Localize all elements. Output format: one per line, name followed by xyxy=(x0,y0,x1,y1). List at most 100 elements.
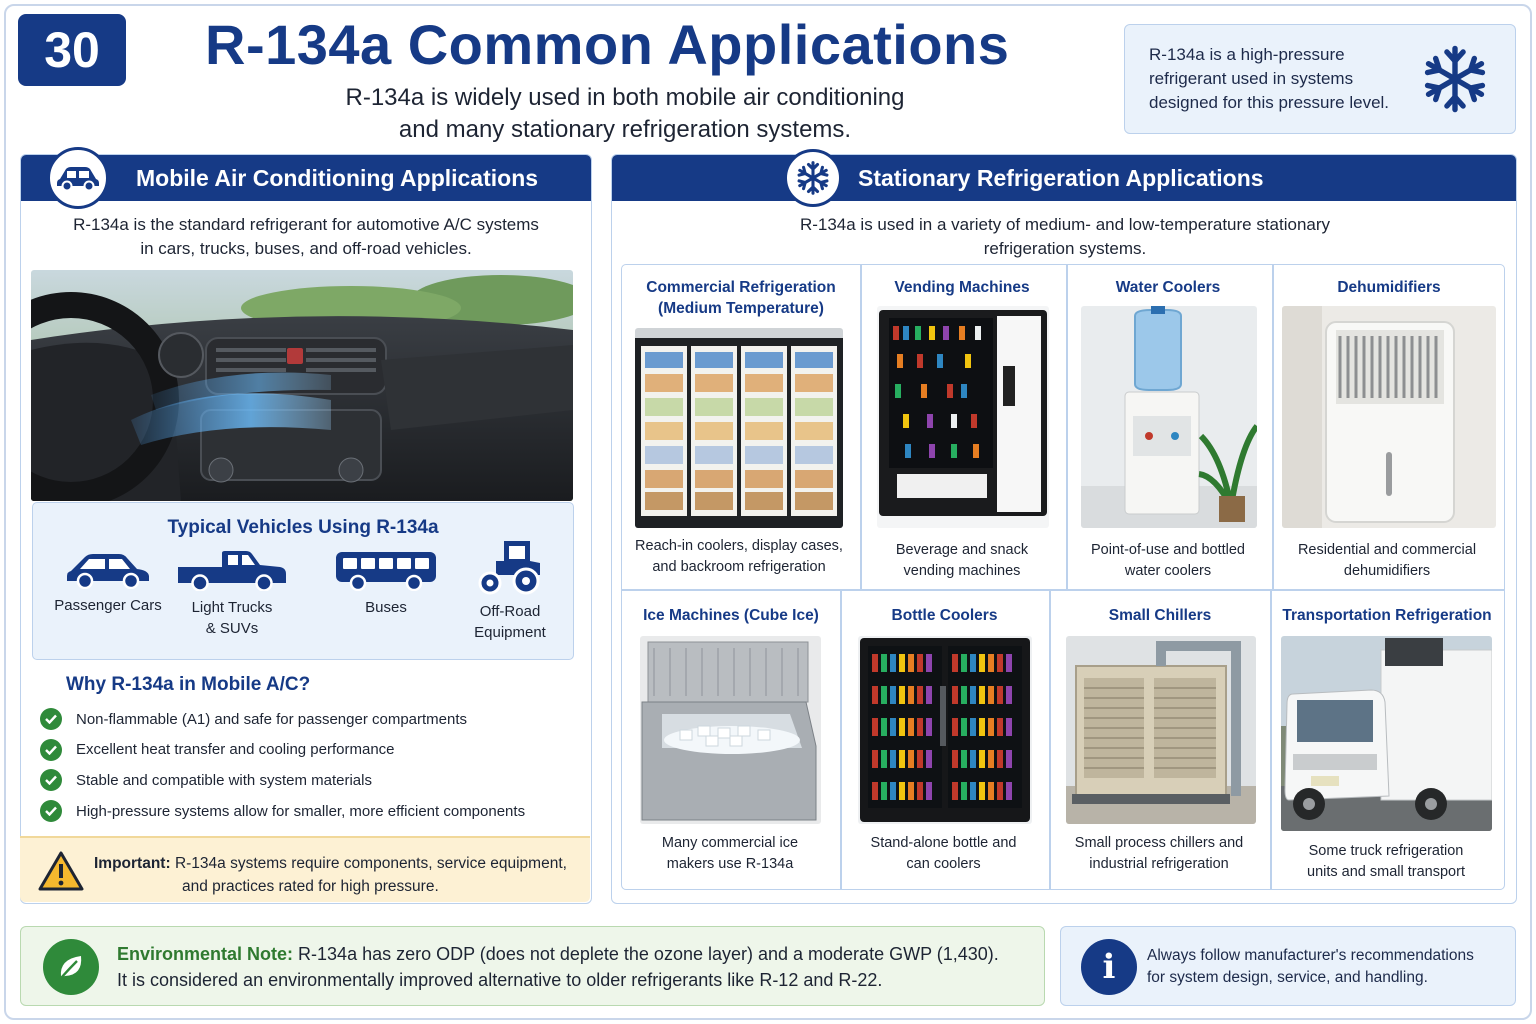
caption-line: Point-of-use and bottled xyxy=(1091,542,1245,558)
check-icon xyxy=(40,738,62,761)
environmental-note-text: Environmental Note: R-134a has zero ODP … xyxy=(117,941,1037,993)
bus-icon xyxy=(336,552,436,591)
caption-line: Small process chillers and xyxy=(1074,835,1244,851)
refrigerated-truck-photo xyxy=(1281,636,1492,831)
cell-title-line: Ice Machines (Cube Ice) xyxy=(643,607,819,624)
subtitle-line: and many stationary refrigeration system… xyxy=(398,116,852,143)
pressure-note-box: R-134a is a high-pressure refrigerant us… xyxy=(1124,24,1516,134)
applications-grid xyxy=(621,264,1505,890)
grid-divider xyxy=(1049,589,1051,889)
vehicle-buses: Buses xyxy=(321,549,451,618)
grid-divider xyxy=(622,589,1504,591)
typical-vehicles-title: Typical Vehicles Using R-134a xyxy=(167,517,439,538)
snowflake-icon xyxy=(1419,45,1491,119)
car-icon xyxy=(47,147,109,209)
cell-title-transportation-refrigeration: Transportation Refrigeration xyxy=(1271,605,1503,626)
caption-line: dehumidifiers xyxy=(1343,563,1431,579)
stationary-intro: R-134a is used in a variety of medium- a… xyxy=(652,213,1478,261)
cell-title-line: Commercial Refrigeration xyxy=(646,279,836,296)
vehicle-passenger-cars: Passenger Cars xyxy=(43,549,173,616)
cell-caption: Residential and commercial dehumidifiers xyxy=(1274,540,1500,582)
caption-line: and backroom refrigeration xyxy=(652,559,826,575)
mobile-ac-header: Mobile Air Conditioning Applications xyxy=(21,147,591,209)
vehicle-label-line2: Equipment xyxy=(474,624,546,641)
car-icon xyxy=(67,554,149,589)
pickup-truck-icon xyxy=(178,551,286,591)
environmental-note-box: Environmental Note: R-134a has zero ODP … xyxy=(20,926,1045,1006)
important-line: R-134a systems require components, servi… xyxy=(174,855,567,872)
cell-title-line: (Medium Temperature) xyxy=(658,300,824,317)
page-title: R-134a Common Applications xyxy=(205,13,1010,76)
tractor-icon xyxy=(478,541,540,595)
car-dashboard-photo xyxy=(31,270,573,501)
caption-line: water coolers xyxy=(1124,563,1212,579)
note-line: designed for this pressure level. xyxy=(1149,93,1390,112)
intro-line: in cars, trucks, buses, and off-road veh… xyxy=(140,239,472,258)
cell-caption: Reach-in coolers, display cases, and bac… xyxy=(623,536,855,578)
caption-line: industrial refrigeration xyxy=(1089,856,1229,872)
cell-title-vending-machines: Vending Machines xyxy=(860,277,1064,298)
manufacturer-info-box: i Always follow manufacturer's recommend… xyxy=(1060,926,1516,1006)
check-icon xyxy=(40,769,62,792)
caption-line: Beverage and snack xyxy=(895,542,1029,558)
cell-caption: Many commercial ice makers use R-134a xyxy=(623,833,837,875)
cell-title-line: Water Coolers xyxy=(1115,279,1221,296)
cell-caption: Stand-alone bottle and can coolers xyxy=(841,833,1046,875)
caption-line: makers use R-134a xyxy=(666,856,794,872)
caption-line: Residential and commercial xyxy=(1297,542,1477,558)
intro-line: R-134a is the standard refrigerant for a… xyxy=(73,215,539,234)
check-icon xyxy=(40,800,62,823)
list-item: High-pressure systems allow for smaller,… xyxy=(40,796,525,827)
water-cooler-photo xyxy=(1081,306,1257,528)
caption-line: Many commercial ice xyxy=(661,835,799,851)
leaf-icon xyxy=(43,939,99,995)
caption-line: can coolers xyxy=(906,856,981,872)
typical-vehicles-box: Typical Vehicles Using R-134a Passenger … xyxy=(32,502,574,660)
important-label: Important: xyxy=(94,855,171,872)
mobile-ac-title: Mobile Air Conditioning Applications xyxy=(136,164,539,191)
mobile-intro: R-134a is the standard refrigerant for a… xyxy=(31,213,581,261)
cell-caption: Point-of-use and bottled water coolers xyxy=(1066,540,1270,582)
info-line: for system design, service, and handling… xyxy=(1147,969,1428,986)
caption-line: vending machines xyxy=(903,563,1021,579)
grid-divider xyxy=(1272,265,1274,589)
important-line: and practices rated for high pressure. xyxy=(182,878,439,895)
caption-line: Reach-in coolers, display cases, xyxy=(635,538,843,554)
subtitle-line: R-134a is widely used in both mobile air… xyxy=(345,84,905,111)
why-item-text: Non-flammable (A1) and safe for passenge… xyxy=(76,710,468,728)
why-item-text: Stable and compatible with system materi… xyxy=(76,771,372,789)
info-line: Always follow manufacturer's recommendat… xyxy=(1147,947,1474,964)
dehumidifier-photo xyxy=(1282,306,1496,528)
list-item: Excellent heat transfer and cooling perf… xyxy=(40,735,525,766)
cell-title-dehumidifiers: Dehumidifiers xyxy=(1274,277,1504,298)
note-line: R-134a is a high-pressure xyxy=(1149,45,1345,64)
cell-title-water-coolers: Water Coolers xyxy=(1066,277,1270,298)
why-item-text: High-pressure systems allow for smaller,… xyxy=(76,802,526,820)
vehicle-label: Off-Road xyxy=(479,603,541,620)
grid-divider xyxy=(1066,265,1068,589)
cell-title-small-chillers: Small Chillers xyxy=(1050,605,1270,626)
grid-divider xyxy=(860,265,862,589)
vehicle-label-line2: & SUVs xyxy=(205,620,259,637)
vending-machine-photo xyxy=(877,306,1049,528)
cell-title-bottle-coolers: Bottle Coolers xyxy=(841,605,1048,626)
cell-title-ice-machines: Ice Machines (Cube Ice) xyxy=(623,605,839,626)
why-r134a-title: Why R-134a in Mobile A/C? xyxy=(66,674,311,695)
cell-caption: Some truck refrigeration units and small… xyxy=(1271,841,1501,883)
section-number-badge: 30 xyxy=(18,14,126,86)
cell-caption: Beverage and snack vending machines xyxy=(860,540,1064,582)
environmental-note-line: R-134a has zero ODP (does not deplete th… xyxy=(298,944,999,964)
vehicle-label: Light Trucks xyxy=(191,599,273,616)
intro-line: refrigeration systems. xyxy=(983,239,1147,258)
pressure-note-text: R-134a is a high-pressure refrigerant us… xyxy=(1149,43,1419,115)
stationary-title: Stationary Refrigeration Applications xyxy=(858,164,1264,191)
caption-line: units and small transport xyxy=(1307,864,1465,880)
environmental-note-line: It is considered an environmentally impr… xyxy=(117,970,883,990)
commercial-refrigeration-photo xyxy=(635,328,843,528)
list-item: Non-flammable (A1) and safe for passenge… xyxy=(40,704,525,735)
grid-divider xyxy=(1270,589,1272,889)
caption-line: Stand-alone bottle and xyxy=(870,835,1017,851)
cell-title-commercial-refrigeration: Commercial Refrigeration (Medium Tempera… xyxy=(623,277,859,319)
cell-title-line: Dehumidifiers xyxy=(1337,279,1441,296)
warning-icon xyxy=(38,851,84,891)
